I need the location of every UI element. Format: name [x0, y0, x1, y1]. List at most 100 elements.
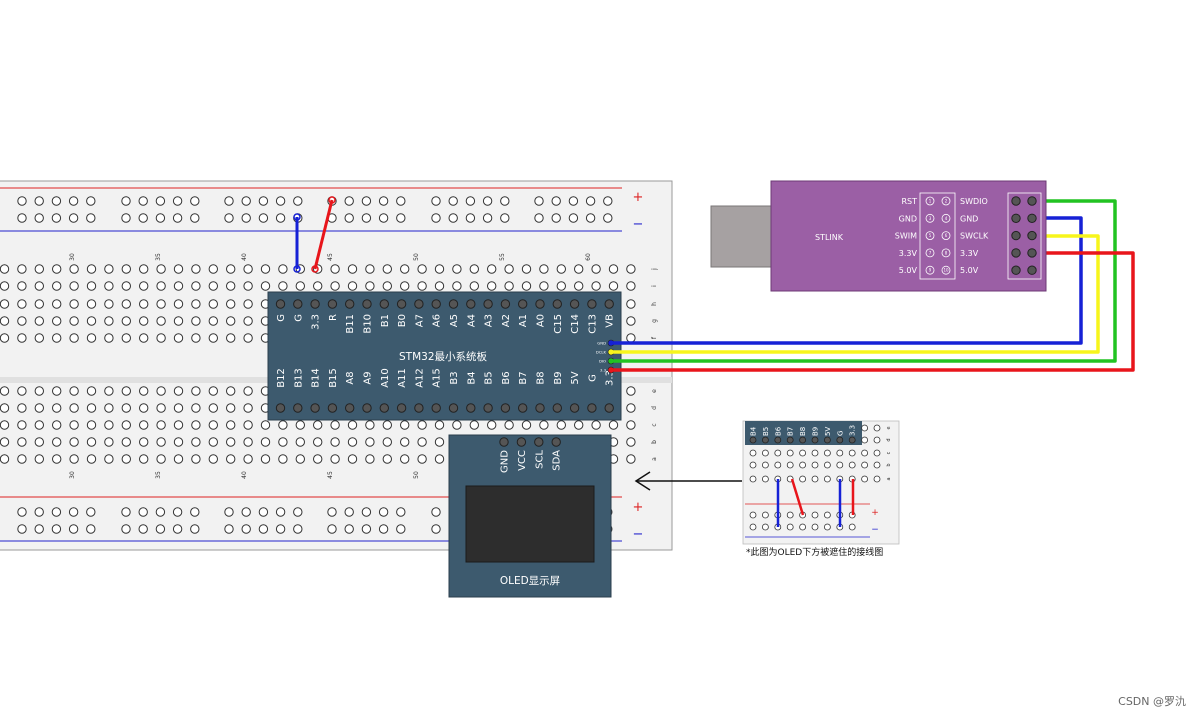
breadboard-hole — [226, 420, 236, 430]
breadboard-hole — [243, 299, 253, 309]
breadboard-hole — [400, 454, 410, 464]
rail-hole — [293, 196, 303, 206]
breadboard-hole — [34, 264, 44, 274]
breadboard-hole — [487, 264, 497, 274]
inset-hole — [861, 461, 868, 469]
breadboard-hole — [226, 281, 236, 291]
breadboard-hole — [208, 386, 219, 396]
watermark: CSDN @罗氿 — [1118, 695, 1186, 708]
inset-hole — [861, 436, 868, 444]
rail-hole — [431, 507, 441, 517]
rail-hole — [568, 196, 579, 206]
rail-hole — [500, 196, 510, 206]
breadboard-hole — [139, 281, 149, 291]
breadboard-hole — [574, 281, 584, 291]
rail-hole — [378, 507, 389, 517]
inset-hole — [824, 461, 831, 469]
breadboard-hole — [17, 437, 27, 447]
rail-hole — [121, 213, 131, 223]
breadboard-hole — [434, 264, 445, 274]
rail-hole — [275, 213, 286, 223]
breadboard-hole — [0, 437, 10, 447]
rail-hole — [396, 524, 406, 534]
oled-pin — [551, 437, 561, 447]
breadboard-hole — [243, 420, 253, 430]
breadboard-hole — [139, 316, 149, 326]
breadboard-hole — [521, 281, 532, 291]
breadboard-hole — [17, 386, 27, 396]
inset-pin — [824, 436, 831, 444]
breadboard-hole — [469, 264, 479, 274]
breadboard-hole — [521, 264, 532, 274]
inset-rail-hole — [749, 511, 757, 519]
breadboard-hole — [104, 454, 114, 464]
swd-pin-label: DCLK — [596, 350, 607, 355]
stm32-pin — [569, 299, 580, 309]
inset-arrow-head — [634, 471, 651, 491]
stm32-pin — [466, 403, 476, 413]
stm32-pin-label: A4 — [466, 314, 477, 327]
breadboard-hole — [69, 316, 79, 326]
breadboard-hole — [0, 316, 10, 326]
stlink-header-pin — [941, 213, 951, 223]
breadboard-hole — [191, 264, 201, 274]
stlink-pin-number: 5 — [929, 233, 932, 238]
breadboard-hole — [86, 264, 97, 274]
breadboard-hole — [69, 264, 79, 274]
rail-hole — [275, 507, 286, 517]
breadboard-hole — [330, 437, 340, 447]
inset-hole — [824, 475, 831, 483]
breadboard-hole — [452, 264, 462, 274]
stm32-pin — [396, 299, 407, 309]
breadboard-hole — [173, 299, 184, 309]
breadboard-hole — [156, 333, 166, 343]
oled-screen — [465, 485, 595, 563]
rail-hole — [551, 213, 561, 223]
rail-hole — [396, 507, 406, 517]
stlink-connector-pin — [1011, 248, 1021, 258]
rail-hole — [34, 507, 44, 517]
rail-hole — [603, 213, 613, 223]
breadboard-hole — [400, 281, 410, 291]
breadboard-hole — [34, 281, 44, 291]
inset-pin — [811, 436, 819, 444]
breadboard-hole — [243, 264, 253, 274]
breadboard-hole — [86, 299, 97, 309]
inset-hole — [799, 449, 806, 457]
breadboard-hole — [295, 281, 305, 291]
breadboard-hole — [17, 264, 27, 274]
stlink-left-label: GND — [899, 214, 917, 223]
stm32-pin — [275, 403, 286, 413]
breadboard-hole — [626, 281, 636, 291]
rail-hole — [603, 196, 613, 206]
breadboard-hole — [278, 454, 288, 464]
rail-hole — [431, 524, 441, 534]
breadboard-hole — [382, 420, 392, 430]
breadboard-hole — [34, 420, 44, 430]
breadboard-hole — [208, 333, 219, 343]
breadboard-hole — [626, 333, 636, 343]
column-number: 45 — [327, 471, 334, 479]
inset-wire-red — [790, 478, 805, 516]
inset-hole — [762, 461, 769, 469]
inset-hole — [848, 461, 856, 469]
breadboard-hole — [173, 333, 184, 343]
stlink-header-pin — [941, 196, 951, 206]
rail-hole — [258, 507, 269, 517]
breadboard-hole — [156, 420, 166, 430]
breadboard-hole — [243, 454, 253, 464]
inset-pin — [762, 436, 769, 444]
breadboard-hole — [69, 437, 79, 447]
breadboard-hole — [226, 386, 236, 396]
stm32-pin-label: A6 — [432, 314, 443, 327]
breadboard-hole — [121, 281, 132, 291]
stm32-pin — [379, 403, 389, 413]
rail-hole — [585, 196, 596, 206]
column-number: 60 — [585, 253, 592, 261]
breadboard-hole — [139, 333, 149, 343]
breadboard-hole — [52, 403, 62, 413]
inset-hole — [861, 424, 868, 432]
breadboard-hole — [104, 264, 114, 274]
breadboard-hole — [86, 333, 97, 343]
